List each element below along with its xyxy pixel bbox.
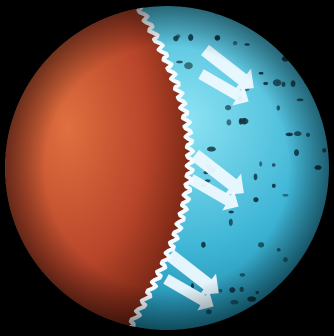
sphere-shading (5, 6, 329, 330)
